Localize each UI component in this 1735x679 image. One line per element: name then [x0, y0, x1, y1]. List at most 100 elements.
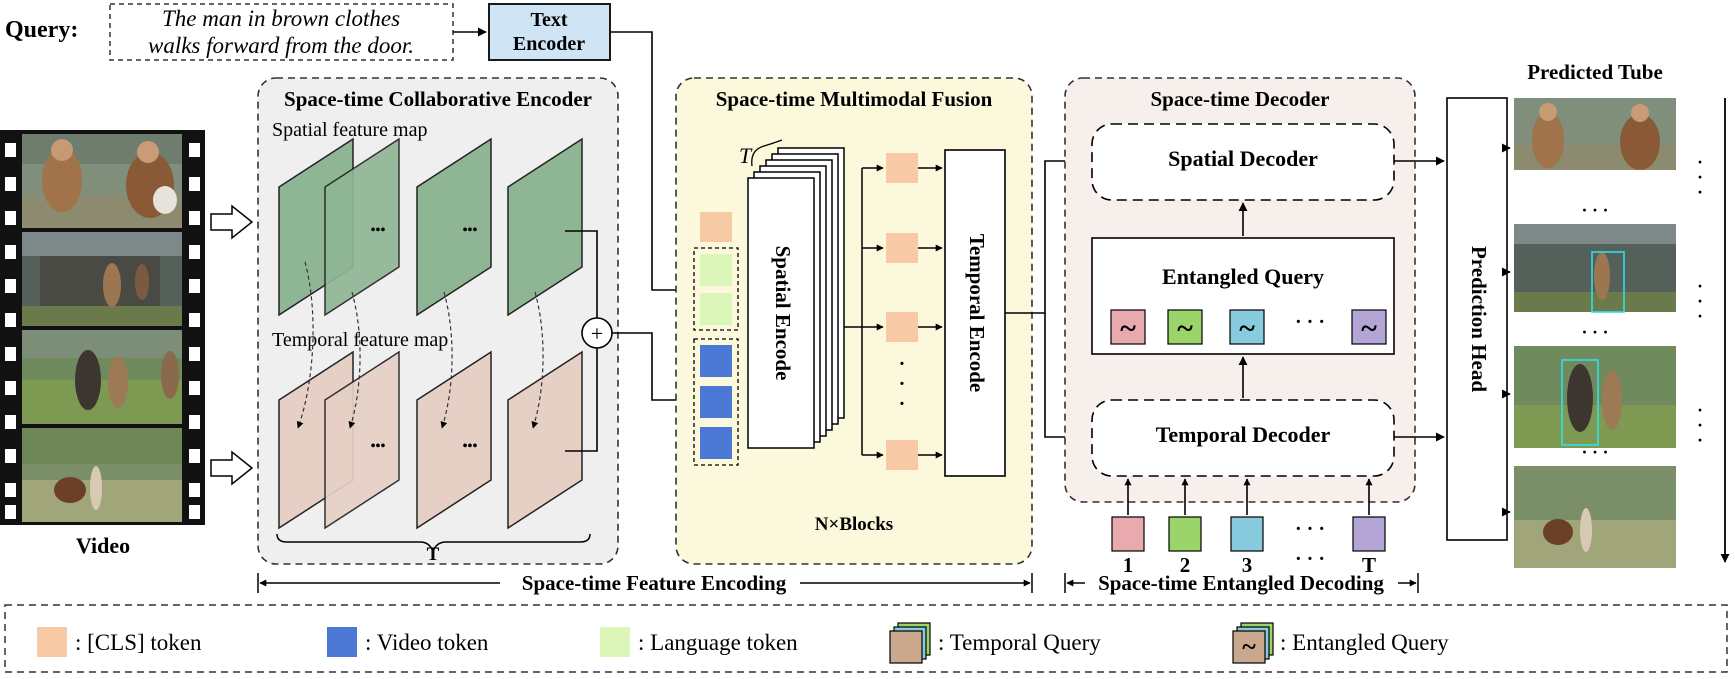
legend-video-label: : Video token — [365, 630, 489, 655]
entangled-query-glyph-3: ~ — [1239, 312, 1255, 345]
temporal-query-index-dots: · · · — [1295, 548, 1325, 570]
predicted-side-vdot-2-2: · — [1697, 291, 1703, 311]
legend-temporal-query-swatch — [889, 622, 931, 664]
temporal-query-index-4: T — [1362, 553, 1376, 577]
legend-video-swatch — [327, 627, 357, 657]
fusion-title: Space-time Multimodal Fusion — [716, 87, 993, 111]
entangled-query-tile-3 — [1229, 309, 1265, 345]
temporal-query-index-2: 2 — [1180, 553, 1191, 577]
temporal-feature-map-label: Temporal feature map — [272, 329, 448, 351]
fused-cls-token-2 — [886, 233, 918, 263]
predicted-side-vdot-2-3: · — [1697, 306, 1703, 326]
entangled-query-tiles: ~ ~ ~ ~ — [1110, 309, 1387, 345]
n-blocks-label: N×Blocks — [815, 514, 893, 535]
video-feature-arrow — [612, 332, 694, 405]
predicted-side-vdot-3-1: · — [1697, 400, 1703, 420]
predicted-dots-1: · · · — [1581, 200, 1608, 220]
temporal-query-input-3 — [1230, 516, 1264, 552]
encoding-span — [257, 573, 1033, 593]
predicted-frames — [1514, 98, 1676, 568]
predicted-side-vdot-2-1: · — [1697, 276, 1703, 296]
text-encoder-box — [488, 3, 611, 61]
spatial-decoder-box — [1091, 123, 1395, 201]
spatial-encode-label: Spatial Encode — [771, 246, 795, 381]
spatial-feature-maps — [278, 137, 583, 317]
fused-cls-token-3 — [886, 312, 918, 342]
predicted-side-vdot-1-2: · — [1697, 167, 1703, 187]
video-token-group — [693, 338, 739, 466]
language-token-group — [693, 247, 739, 331]
temporal-feature-maps — [278, 350, 583, 530]
predicted-side-vdot-1-1: · — [1697, 152, 1703, 172]
temporal-encode-label: Temporal Encode — [965, 234, 989, 392]
entangled-query-glyph-4: ~ — [1361, 312, 1377, 345]
temporal-query-index-1: 1 — [1123, 553, 1134, 577]
query-label: Query: — [5, 17, 78, 43]
entangled-query-dots: · · · — [1295, 311, 1325, 333]
legend-language-swatch — [600, 627, 630, 657]
temporal-query-inputs: 1 2 3 T — [1111, 478, 1386, 577]
fused-vdot-3: · — [899, 393, 906, 415]
legend-cls-swatch — [37, 627, 67, 657]
predicted-side-vdots: ········· — [1697, 152, 1703, 450]
text-encoder-line1: Text — [530, 9, 567, 31]
predicted-frame-2 — [1514, 224, 1676, 313]
encoder-t-brace — [276, 533, 591, 555]
predicted-side-vdot-3-3: · — [1697, 430, 1703, 450]
spatial-map-ellipsis-1: ••• — [371, 223, 386, 238]
temporal-decoder-box — [1091, 399, 1395, 477]
temporal-query-dots: · · · — [1295, 518, 1325, 540]
fused-vdot-1: · — [899, 353, 906, 375]
predicted-side-vdot-3-2: · — [1697, 415, 1703, 435]
fused-vdot-2: · — [899, 373, 906, 395]
language-token-2 — [700, 293, 732, 325]
language-token-1 — [700, 254, 732, 286]
film-sprocket-holes — [5, 143, 200, 519]
tokens-to-temporal-connectors — [918, 164, 943, 459]
predicted-frame-1 — [1514, 98, 1676, 170]
encoding-span-label: Space-time Feature Encoding — [522, 571, 787, 595]
decoding-span — [1064, 573, 1419, 593]
query-box — [109, 3, 454, 61]
spatial-to-tokens-connectors — [844, 164, 884, 459]
legend-temporal-query-label: : Temporal Query — [938, 630, 1101, 655]
spatial-decoder-label: Spatial Decoder — [1168, 146, 1318, 171]
legend-box — [4, 604, 1728, 673]
text-encoder-line2: Encoder — [513, 33, 585, 55]
temporal-map-ellipsis-1: ••• — [371, 439, 386, 454]
legend-cls-label: : [CLS] token — [75, 630, 202, 655]
fused-cls-token-1 — [886, 153, 918, 183]
predicted-frame-3 — [1514, 346, 1676, 448]
fused-cls-tokens — [886, 153, 918, 470]
video-token-1 — [700, 345, 732, 377]
video-frame-1 — [22, 134, 182, 228]
entangled-query-tile-1 — [1110, 309, 1146, 345]
entangled-query-glyph-2: ~ — [1177, 312, 1193, 345]
query-text-line2: walks forward from the door. — [148, 33, 414, 58]
encoder-title: Space-time Collaborative Encoder — [284, 87, 592, 111]
temporal-query-index-3: 3 — [1242, 553, 1253, 577]
entangled-query-glyph-1: ~ — [1120, 312, 1136, 345]
video-frame-3 — [22, 330, 182, 424]
decoder-title: Space-time Decoder — [1150, 87, 1329, 111]
legend-entangled-query-label: : Entangled Query — [1280, 630, 1449, 655]
video-frame-4 — [22, 428, 182, 522]
spatial-to-temporal-links — [296, 261, 544, 429]
temporal-query-input-1 — [1111, 516, 1145, 552]
query-text-line1: The man in brown clothes — [162, 6, 400, 31]
temporal-map-ellipsis-2: ••• — [463, 439, 478, 454]
entangled-query-tile-4 — [1351, 309, 1387, 345]
encoder-t-label: T — [427, 544, 440, 565]
video-to-temporal-arrow — [210, 450, 254, 486]
sum-symbol: + — [591, 321, 603, 346]
predicted-tube-title: Predicted Tube — [1527, 60, 1663, 84]
prediction-head-label: Prediction Head — [1467, 246, 1491, 392]
temporal-to-plus-line — [565, 348, 598, 452]
fusion-t-brace — [751, 139, 783, 167]
predicted-box-3 — [1561, 359, 1599, 446]
predicted-side-vdot-1-3: · — [1697, 182, 1703, 202]
spatial-to-plus-line — [565, 230, 598, 318]
fusion-t-label: T — [739, 143, 753, 168]
legend-language-label: : Language token — [638, 630, 798, 655]
